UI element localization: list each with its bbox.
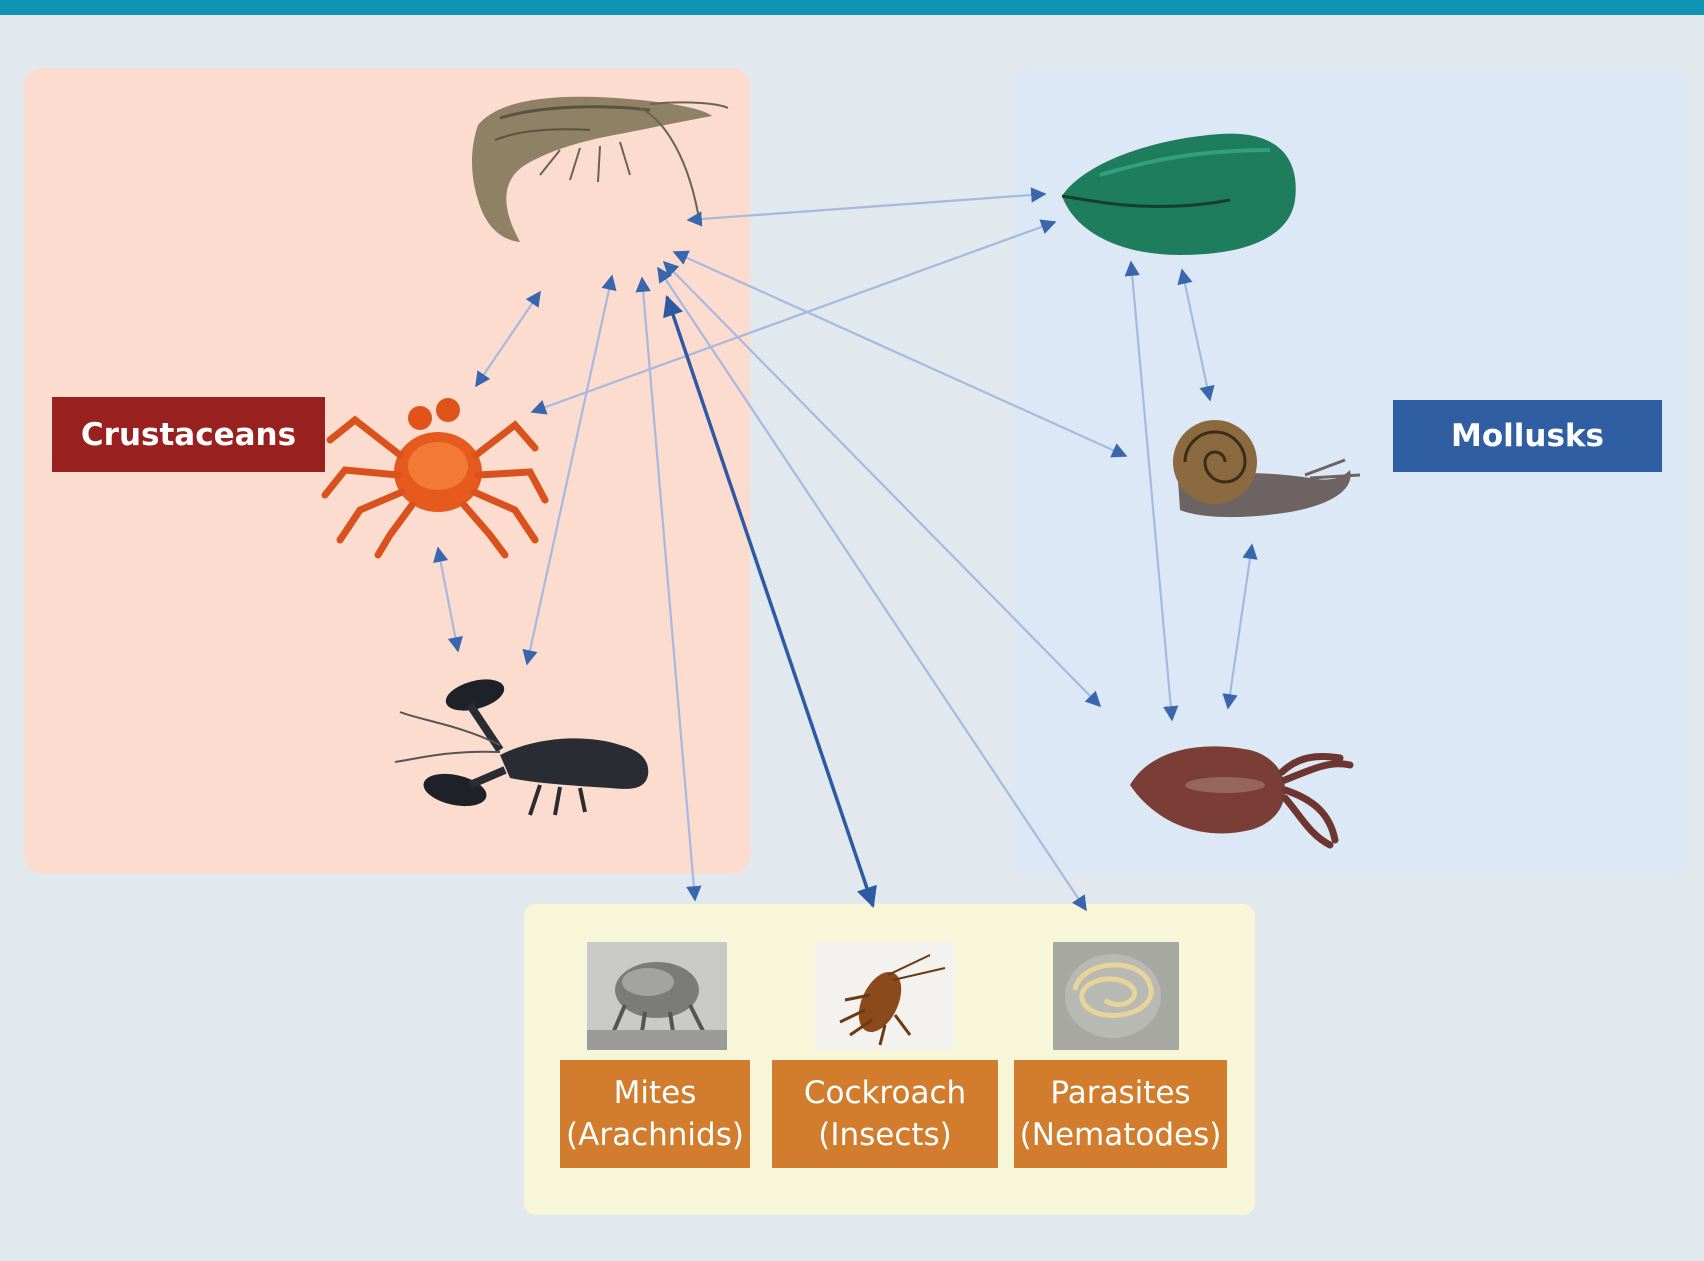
top-accent-bar (0, 0, 1704, 15)
arrow-shrimp-cockroach (663, 295, 877, 908)
cockroach-image (815, 942, 955, 1050)
mite-image (587, 942, 727, 1050)
arrow-crab-lobster (433, 546, 463, 653)
parasites-label-line1: Parasites (1050, 1075, 1191, 1111)
mollusks-label: Mollusks (1393, 400, 1662, 472)
parasites-label: Parasites (Nematodes) (1014, 1060, 1227, 1168)
cockroach-label-line1: Cockroach (803, 1075, 967, 1111)
squid-image (1130, 746, 1354, 849)
arrow-shrimp-parasites (657, 266, 1087, 912)
parasites-label-line2: (Nematodes) (1019, 1117, 1222, 1153)
crab-image (321, 398, 549, 559)
snail-image (1173, 420, 1361, 518)
mites-label: Mites (Arachnids) (560, 1060, 750, 1168)
crustaceans-label: Crustaceans (52, 397, 325, 472)
arrow-shrimp-snail (672, 250, 1128, 458)
arrow-snail-squid (1222, 543, 1258, 710)
arrow-shrimp-crab (475, 290, 541, 388)
cockroach-label: Cockroach (Insects) (772, 1060, 998, 1168)
arrow-mussel-snail (1177, 268, 1215, 402)
mussel-image (1061, 133, 1296, 255)
arrow-mussel-squid (1124, 260, 1179, 722)
nematode-image (1053, 942, 1179, 1050)
arrow-crab-mussel (530, 219, 1057, 415)
lobster-image (394, 679, 649, 816)
arrow-shrimp-mites (635, 276, 702, 902)
arrow-shrimp-lobster (522, 274, 617, 666)
mites-label-line1: Mites (613, 1075, 697, 1111)
cockroach-label-line2: (Insects) (818, 1117, 952, 1153)
arrow-shrimp-mussel (686, 187, 1047, 227)
mites-label-line2: (Arachnids) (566, 1117, 744, 1153)
